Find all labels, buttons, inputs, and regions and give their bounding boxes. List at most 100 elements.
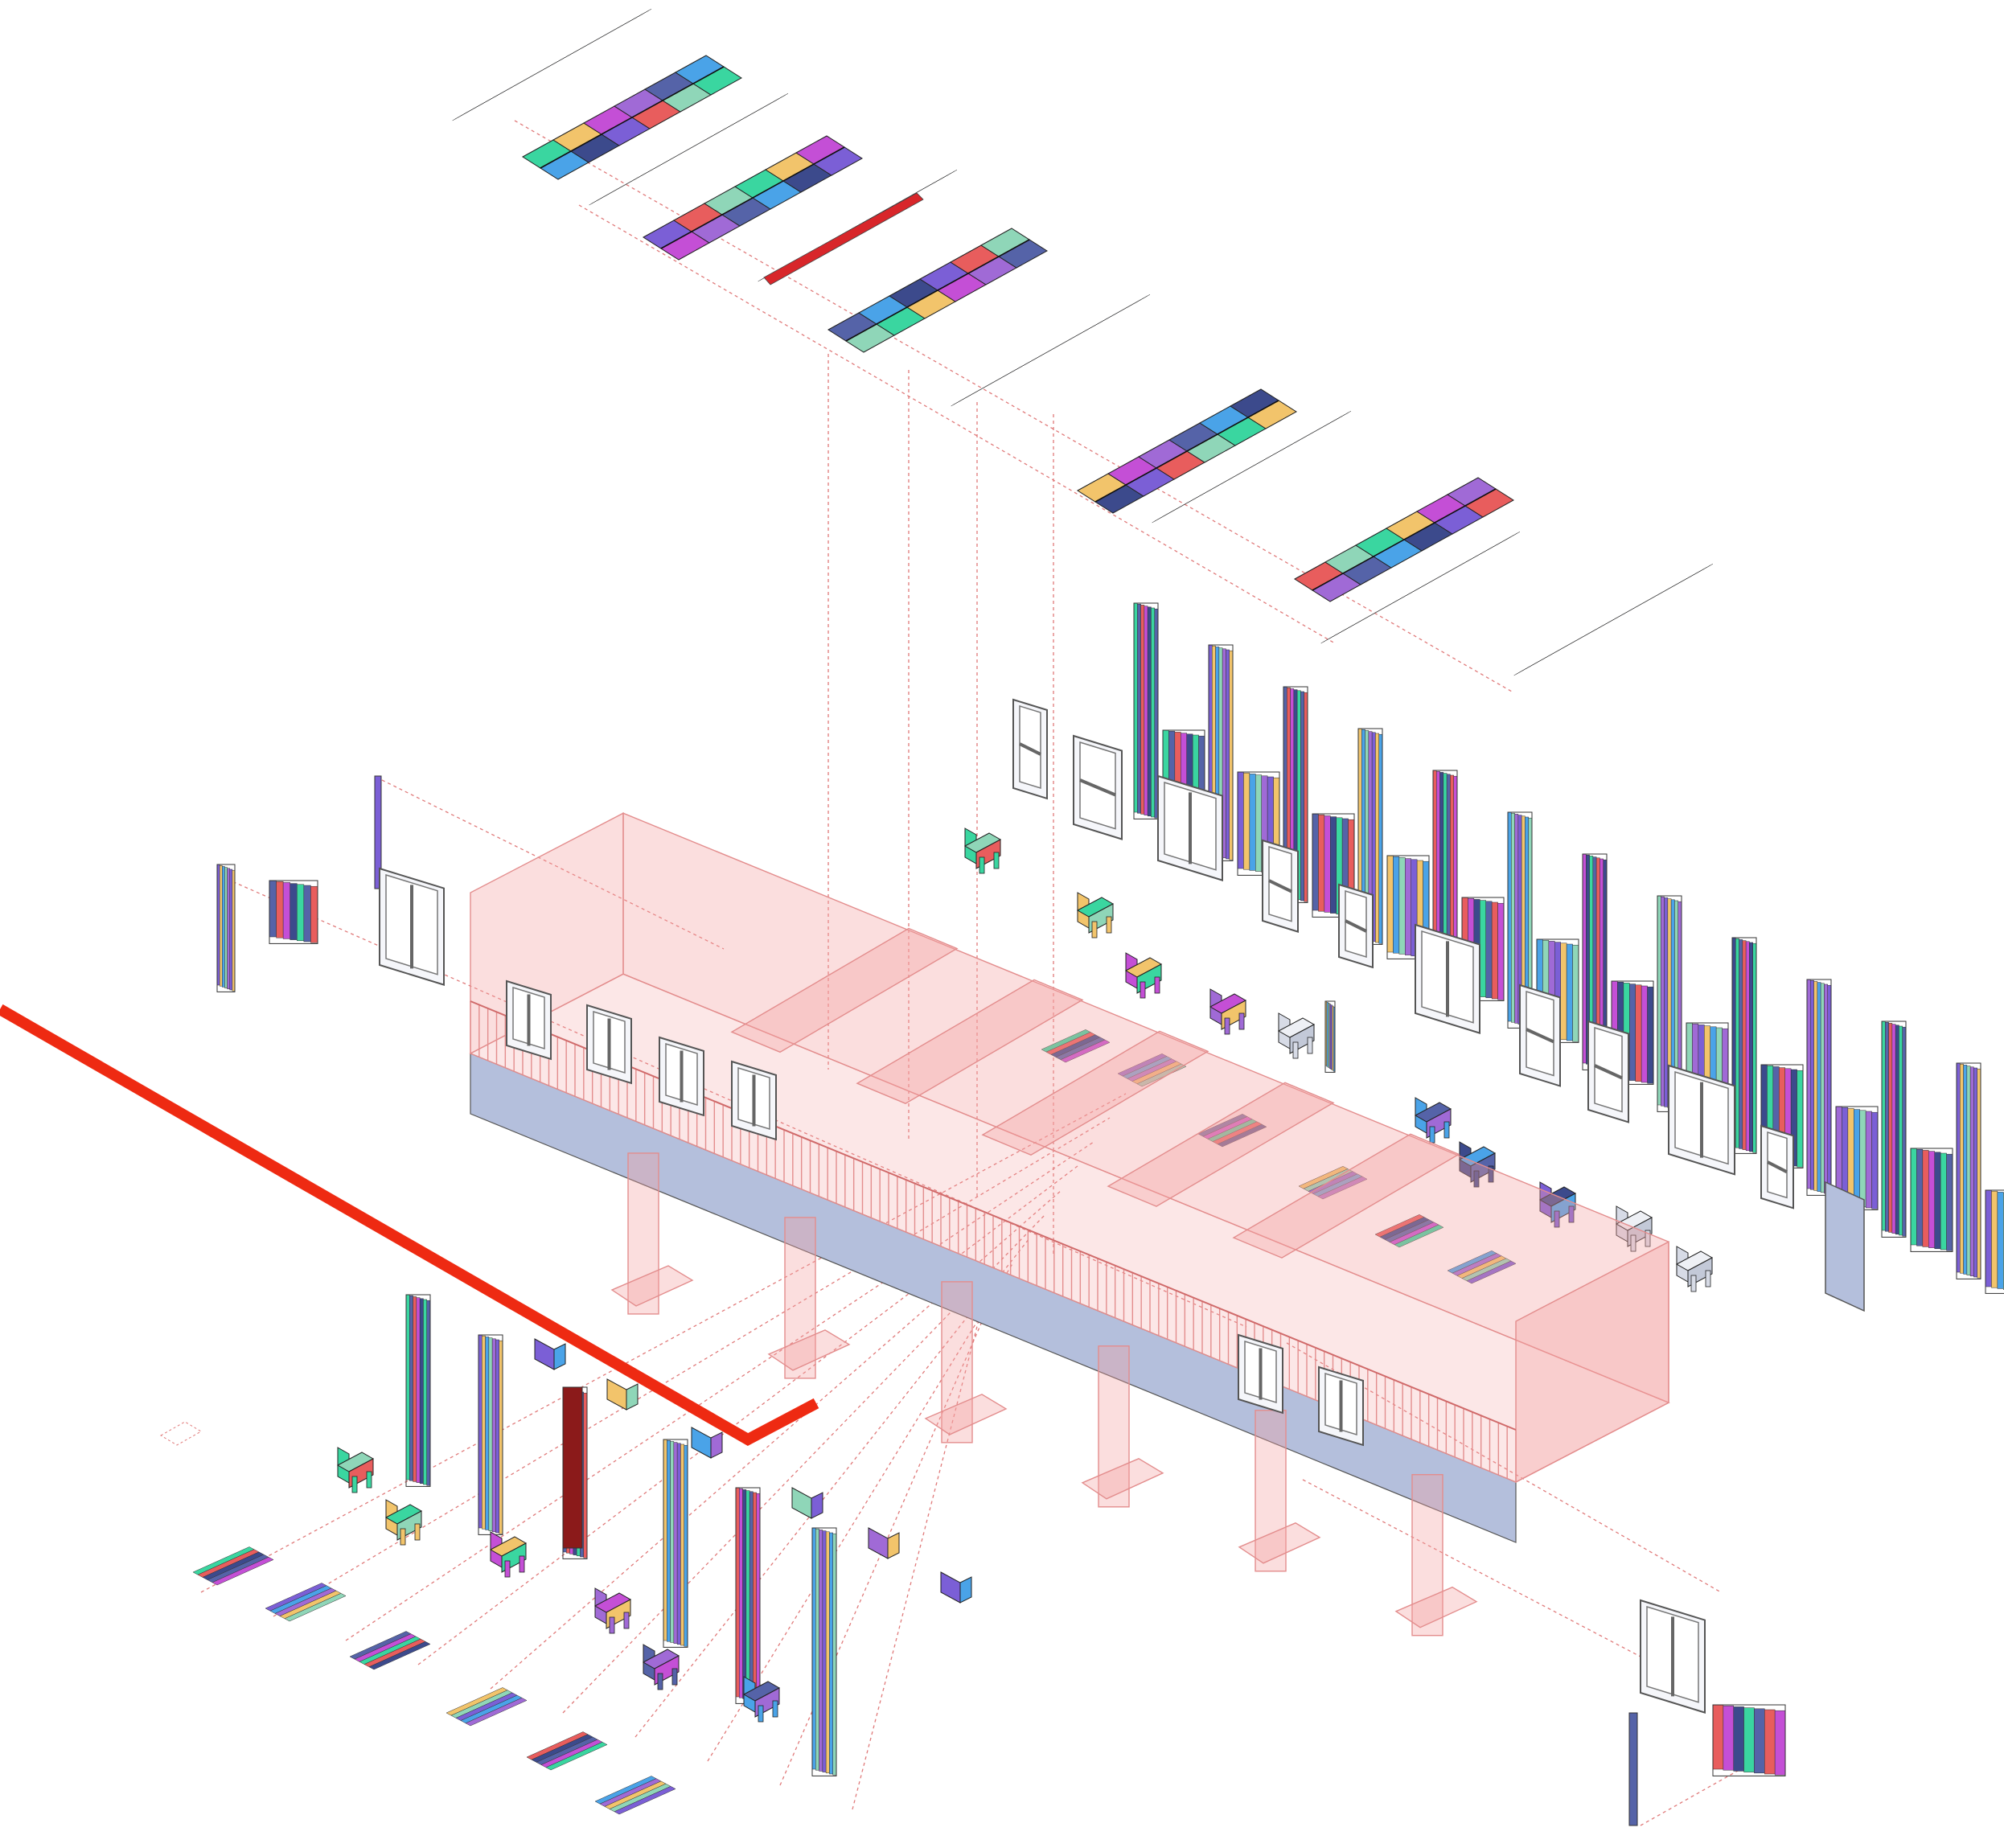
chair-leg <box>1154 976 1160 994</box>
chair-leg <box>400 1528 406 1546</box>
chair-leg <box>1429 1126 1435 1144</box>
fin-outline <box>269 880 318 944</box>
box-side <box>887 1532 900 1559</box>
fin-slat <box>1749 942 1753 1152</box>
roof-strip-red <box>763 192 924 285</box>
small-box-3 <box>791 1487 823 1519</box>
box-side <box>959 1576 972 1604</box>
fin-slat <box>1249 774 1256 871</box>
fin-slat <box>1324 815 1331 913</box>
roof-beam <box>730 927 959 1053</box>
roof-module-1 <box>643 135 863 261</box>
fin-outline <box>811 1527 837 1776</box>
guide-line-roof-long-a <box>514 120 1513 692</box>
fin-slat <box>426 1300 431 1486</box>
fin-slat <box>1226 649 1230 860</box>
chair-leg <box>1238 1012 1245 1030</box>
fin-slat <box>1582 853 1587 1064</box>
slab-band <box>545 1742 608 1771</box>
fin-slat <box>1895 1025 1899 1235</box>
fin-slat <box>1745 941 1750 1152</box>
chair-front-20 <box>336 1447 375 1493</box>
chair-back-5 <box>1414 1097 1452 1144</box>
fin-slat <box>1140 605 1145 815</box>
fin-slat <box>405 1294 410 1480</box>
fin-slat <box>297 884 305 942</box>
fin-slat <box>1491 901 1498 1000</box>
guide-line-front-6 <box>634 1238 1030 1738</box>
fin-slat <box>1764 1709 1776 1775</box>
fin-slat <box>1151 607 1155 818</box>
chair-leg <box>758 1705 764 1723</box>
fin-slat <box>1328 1003 1330 1068</box>
box-side <box>710 1431 723 1459</box>
chair-leg <box>366 1471 372 1489</box>
window-glazing <box>1079 741 1116 830</box>
floor-slab-front-12 <box>349 1631 431 1670</box>
fin-slat <box>219 864 223 987</box>
fin-slat <box>1813 981 1818 1191</box>
slab-band <box>211 1557 274 1586</box>
roof-strip-band <box>951 300 1140 407</box>
small-box-5 <box>940 1571 972 1604</box>
roof-module-rib <box>540 66 725 169</box>
roof-beam <box>1107 1082 1335 1207</box>
fin-slat <box>832 1533 837 1776</box>
floor-slab-back-4 <box>1374 1214 1444 1248</box>
fin-slat <box>667 1439 671 1642</box>
floor-slab-back-3 <box>1298 1166 1368 1200</box>
fin-slat <box>1739 939 1743 1149</box>
window-transom <box>1767 1160 1788 1174</box>
fin-slat <box>822 1530 827 1772</box>
chair-leg <box>979 856 985 874</box>
fin-slat <box>482 1335 486 1530</box>
fin-slat <box>735 1487 740 1698</box>
fin-slat <box>1934 1152 1941 1250</box>
window-glazing <box>1345 889 1367 959</box>
fin-slat <box>491 1338 496 1533</box>
volume-window-0 <box>506 979 552 1061</box>
fin-slat <box>583 1392 588 1558</box>
roof-module-rib <box>1312 488 1497 591</box>
back-wall-tall-fin-10 <box>1881 1021 1907 1238</box>
back-wall-low-fin-3 <box>1386 855 1430 959</box>
fin-slat <box>488 1337 493 1531</box>
roof-module-0 <box>522 55 742 180</box>
window-transom <box>1079 778 1116 797</box>
roof-strip-3 <box>951 294 1151 407</box>
fin-slat <box>1497 902 1505 1000</box>
back-wall-low-fin-2 <box>1312 813 1355 918</box>
slab-band <box>1217 1123 1267 1148</box>
front-wall-fin-4 <box>735 1487 761 1704</box>
fin-slat <box>1386 855 1394 953</box>
support-foot <box>767 1329 851 1371</box>
chair-leg <box>1554 1210 1560 1228</box>
fin-slat <box>811 1527 816 1770</box>
fin-outline <box>1312 813 1355 918</box>
fin-slat <box>495 1339 499 1534</box>
slab-band <box>465 1698 528 1727</box>
back-wall-low-fin-5 <box>1536 938 1579 1043</box>
floor-slab-back-1 <box>1117 1053 1187 1087</box>
left-post <box>374 775 382 889</box>
support-foot <box>1238 1522 1321 1564</box>
fin-slat <box>290 883 298 940</box>
fin-slat <box>1712 1704 1724 1770</box>
roof-strip-band <box>1152 417 1341 524</box>
support-foot <box>1081 1458 1164 1500</box>
chair-leg <box>1224 1017 1230 1035</box>
fin-slat <box>1922 1150 1929 1247</box>
roof-strip-5 <box>1320 531 1521 644</box>
window-frame-back-1 <box>1073 734 1123 840</box>
support-leg <box>627 1152 659 1315</box>
fin-outline <box>1985 1189 2004 1294</box>
fin-slat <box>1647 986 1654 1084</box>
window-frame-back-2 <box>1157 774 1223 881</box>
floor-slab-back-5 <box>1447 1250 1517 1284</box>
window-frame-back-5 <box>1415 923 1480 1034</box>
back-wall-tall-fin-7 <box>1657 895 1682 1112</box>
back-wall-tall-fin-6 <box>1582 853 1608 1070</box>
roof-strip-band <box>452 14 641 121</box>
fin-outline <box>1910 1148 1953 1252</box>
